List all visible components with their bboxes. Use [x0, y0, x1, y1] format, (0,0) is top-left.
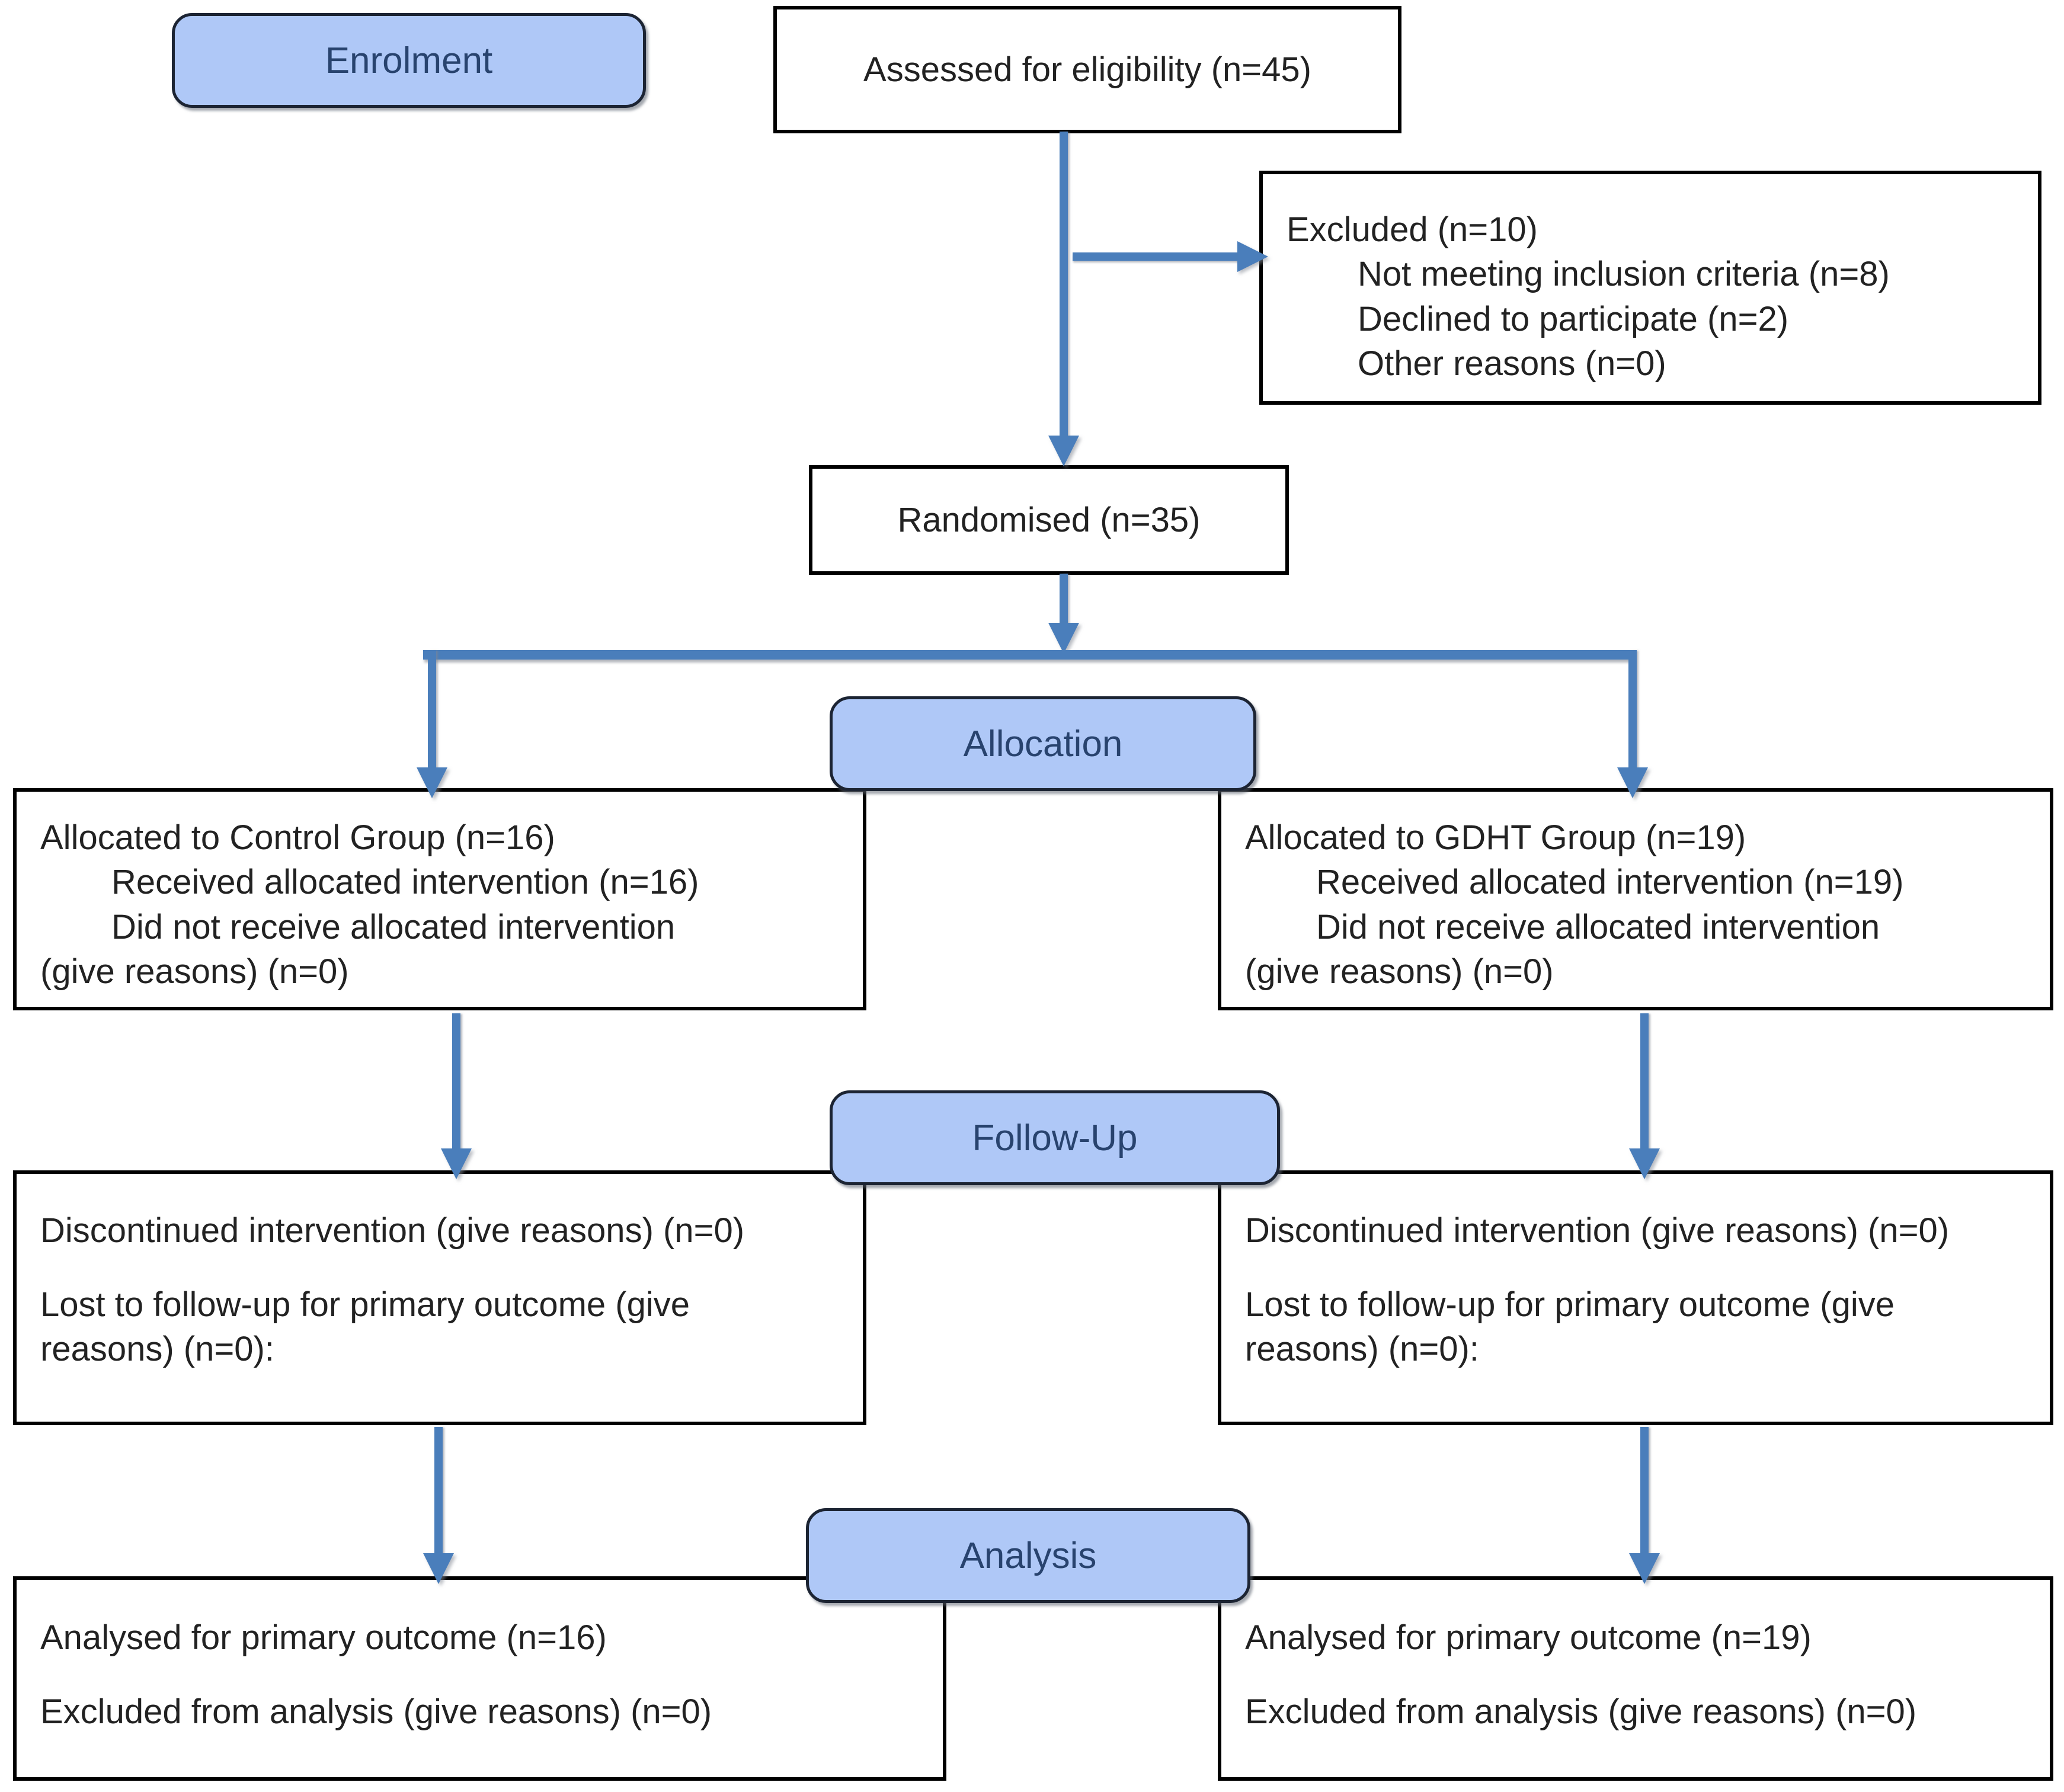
- box-followup-gdht: Discontinued intervention (give reasons)…: [1218, 1170, 2053, 1425]
- excluded-reason-1: Declined to participate (n=2): [1358, 299, 1789, 338]
- assessed-text: Assessed for eligibility (n=45): [863, 50, 1311, 89]
- box-allocation-gdht: Allocated to GDHT Group (n=19) Received …: [1218, 788, 2053, 1010]
- stage-label-analysis-text: Analysis: [959, 1535, 1097, 1576]
- followup-control-lost-cont: reasons) (n=0):: [40, 1330, 274, 1369]
- allocation-gdht-not-received: Did not receive allocated intervention: [1316, 907, 1880, 946]
- stage-label-allocation: Allocation: [830, 696, 1256, 791]
- excluded-heading: Excluded (n=10): [1287, 210, 1538, 249]
- stage-label-followup: Follow-Up: [830, 1090, 1280, 1185]
- arrow-control-allocation-to-followup: [436, 1013, 477, 1179]
- allocation-control-not-received-cont: (give reasons) (n=0): [40, 952, 349, 991]
- allocation-control-heading: Allocated to Control Group (n=16): [40, 818, 555, 857]
- box-allocation-control: Allocated to Control Group (n=16) Receiv…: [13, 788, 866, 1010]
- box-analysis-gdht: Analysed for primary outcome (n=19) Excl…: [1218, 1576, 2053, 1781]
- analysis-gdht-analysed: Analysed for primary outcome (n=19): [1245, 1618, 1812, 1657]
- excluded-reason-2: Other reasons (n=0): [1358, 344, 1666, 383]
- allocation-control-not-received: Did not receive allocated intervention: [111, 907, 676, 946]
- box-randomised: Randomised (n=35): [809, 465, 1289, 575]
- excluded-reason-0: Not meeting inclusion criteria (n=8): [1358, 255, 1890, 294]
- analysis-gdht-excluded: Excluded from analysis (give reasons) (n…: [1245, 1692, 1917, 1731]
- arrow-gdht-followup-to-analysis: [1624, 1427, 1665, 1584]
- stage-label-enrolment: Enrolment: [172, 13, 646, 108]
- stage-label-analysis: Analysis: [806, 1508, 1250, 1603]
- analysis-control-analysed: Analysed for primary outcome (n=16): [40, 1618, 607, 1657]
- arrow-to-excluded: [1073, 237, 1268, 276]
- arrow-gdht-allocation-to-followup: [1624, 1013, 1665, 1179]
- box-assessed-for-eligibility: Assessed for eligibility (n=45): [773, 6, 1401, 133]
- followup-gdht-lost: Lost to follow-up for primary outcome (g…: [1245, 1285, 1895, 1324]
- followup-control-discontinued: Discontinued intervention (give reasons)…: [40, 1211, 745, 1250]
- allocation-control-received: Received allocated intervention (n=16): [111, 863, 699, 902]
- stage-label-enrolment-text: Enrolment: [325, 40, 493, 81]
- allocation-gdht-received: Received allocated intervention (n=19): [1316, 863, 1904, 902]
- allocation-gdht-heading: Allocated to GDHT Group (n=19): [1245, 818, 1746, 857]
- stage-label-allocation-text: Allocation: [963, 723, 1123, 764]
- allocation-split-bar: [423, 650, 1632, 660]
- arrow-split-to-gdht-allocation: [1617, 650, 1648, 798]
- stage-label-followup-text: Follow-Up: [972, 1117, 1138, 1159]
- allocation-gdht-not-received-cont: (give reasons) (n=0): [1245, 952, 1554, 991]
- arrow-control-followup-to-analysis: [418, 1427, 459, 1584]
- randomised-text: Randomised (n=35): [897, 500, 1201, 539]
- box-excluded: Excluded (n=10) Not meeting inclusion cr…: [1259, 171, 2041, 405]
- arrow-split-to-control-allocation: [417, 650, 447, 798]
- followup-control-lost: Lost to follow-up for primary outcome (g…: [40, 1285, 690, 1324]
- followup-gdht-lost-cont: reasons) (n=0):: [1245, 1330, 1479, 1369]
- arrow-randomised-to-split: [1043, 574, 1084, 654]
- followup-gdht-discontinued: Discontinued intervention (give reasons)…: [1245, 1211, 1950, 1250]
- analysis-control-excluded: Excluded from analysis (give reasons) (n…: [40, 1692, 712, 1731]
- box-analysis-control: Analysed for primary outcome (n=16) Excl…: [13, 1576, 946, 1781]
- arrow-eligibility-to-randomised: [1043, 132, 1084, 466]
- box-followup-control: Discontinued intervention (give reasons)…: [13, 1170, 866, 1425]
